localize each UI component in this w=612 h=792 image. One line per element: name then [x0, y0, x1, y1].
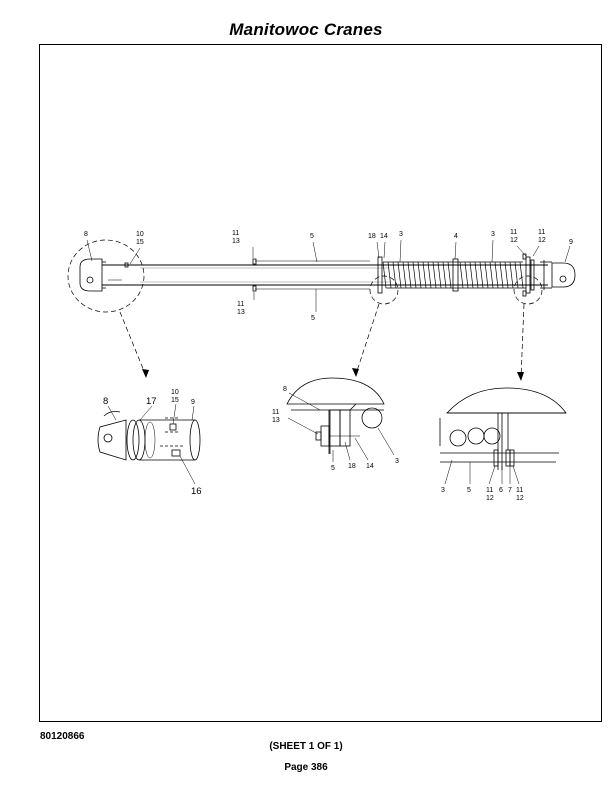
- callout-3: 3: [395, 458, 399, 465]
- callout-3: 3: [441, 487, 445, 494]
- left-detail-callouts: 8 17 10 15 9 16: [103, 389, 202, 497]
- middle-detail-callouts: 8 11 13 3 5 18 14: [272, 386, 399, 472]
- callout-5: 5: [310, 233, 314, 240]
- callout-18: 18: [368, 233, 376, 240]
- callout-11: 11: [486, 487, 493, 494]
- callout-8: 8: [283, 386, 287, 393]
- callout-11: 11: [516, 487, 523, 494]
- detail-middle: [286, 377, 395, 462]
- callout-12: 12: [538, 237, 546, 244]
- spring-coils: [382, 261, 526, 289]
- callout-7: 7: [508, 487, 512, 494]
- detail-left: [97, 403, 201, 485]
- callout-13: 13: [272, 417, 280, 424]
- callout-16: 16: [191, 486, 202, 497]
- callout-5: 5: [467, 487, 471, 494]
- callout-3: 3: [491, 231, 495, 238]
- callout-9: 9: [191, 399, 195, 406]
- callout-5: 5: [311, 315, 315, 322]
- callout-10: 10: [171, 389, 179, 396]
- drawing-part-number: 80120866: [40, 731, 85, 742]
- brand-title: Manitowoc Cranes: [229, 20, 383, 39]
- callout-11: 11: [510, 229, 517, 236]
- callout-13: 13: [237, 309, 245, 316]
- callout-12: 12: [516, 495, 524, 502]
- callout-11: 11: [538, 229, 545, 236]
- main-callouts: 8 10 15 11 13 5 18 14 3 4 3 11 12 11 12 …: [84, 229, 573, 322]
- callout-11: 11: [232, 230, 239, 237]
- main-assembly: [79, 253, 576, 297]
- callout-11: 11: [272, 409, 279, 416]
- callout-13: 13: [232, 238, 240, 245]
- callout-8: 8: [84, 231, 88, 238]
- callout-14: 14: [366, 463, 374, 470]
- callout-14: 14: [380, 233, 388, 240]
- drawing-frame: [39, 44, 602, 722]
- detail-right: [439, 387, 567, 485]
- page-number: Page 386: [284, 762, 328, 773]
- callout-3: 3: [399, 231, 403, 238]
- callout-15: 15: [171, 397, 179, 404]
- callout-10: 10: [136, 231, 144, 238]
- callout-9: 9: [569, 239, 573, 246]
- callout-12: 12: [510, 237, 518, 244]
- callout-4: 4: [454, 233, 458, 240]
- sheet-indicator: (SHEET 1 OF 1): [269, 741, 343, 752]
- callout-6: 6: [499, 487, 503, 494]
- right-detail-callouts: 3 5 11 12 6 7 11 12: [441, 487, 524, 502]
- main-leaders: [86, 239, 571, 312]
- callout-18: 18: [348, 463, 356, 470]
- callout-15: 15: [136, 239, 144, 246]
- callout-8: 8: [103, 396, 108, 407]
- detail-callout-circles: [67, 239, 543, 379]
- callout-12: 12: [486, 495, 494, 502]
- callout-5: 5: [331, 465, 335, 472]
- callout-17: 17: [146, 396, 157, 407]
- callout-11: 11: [237, 301, 244, 308]
